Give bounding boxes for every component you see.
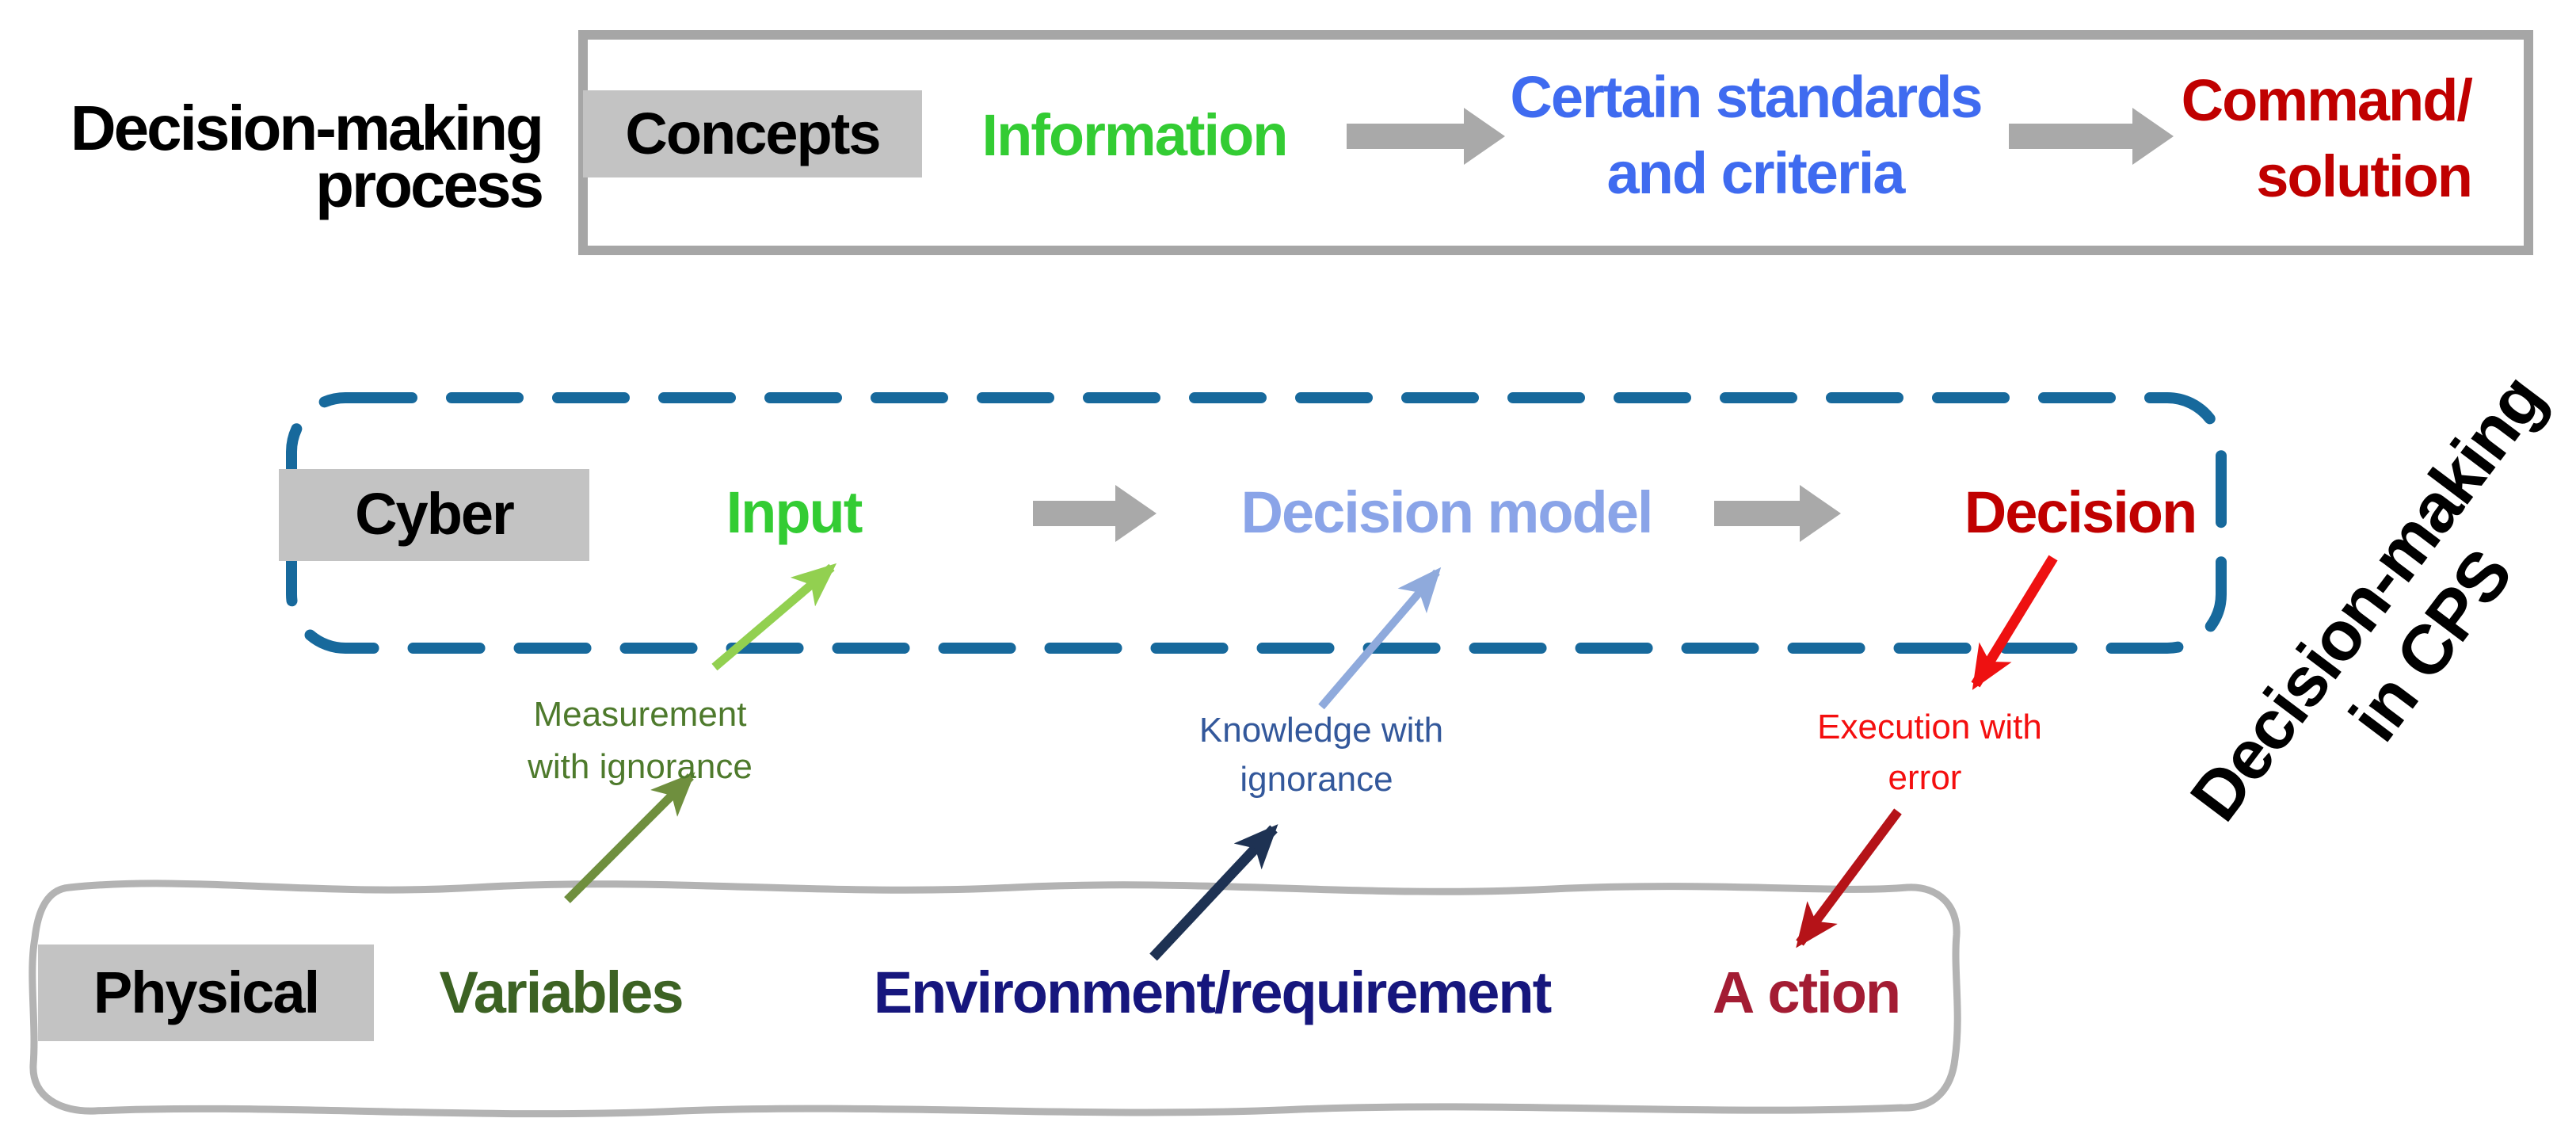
concepts-tag: Concepts (583, 90, 922, 177)
variables-label: Variables (439, 960, 684, 1025)
command-label-line1: Command/ (2181, 68, 2473, 133)
decision-label: Decision (1964, 480, 2197, 545)
cyber-tag: Cyber (279, 469, 589, 561)
measurement-note-line2: with ignorance (528, 746, 753, 786)
knowledge-arrow-lower-icon (1149, 824, 1278, 961)
flow-arrow-icon (1347, 108, 1505, 165)
action-label-rest: ction (1767, 960, 1901, 1025)
execution-arrow-upper-icon (1971, 555, 2058, 690)
knowledge-note-line1: Knowledge with (1198, 710, 1444, 750)
standards-label-line2: and criteria (1606, 141, 1906, 206)
execution-arrow-lower-icon (1796, 808, 1902, 948)
measurement-note-line1: Measurement (533, 694, 747, 734)
command-label-line2: solution (2256, 144, 2473, 209)
flow-arrow-icon (2009, 108, 2174, 165)
physical-tag: Physical (38, 944, 374, 1041)
cyber-tag-label: Cyber (355, 482, 515, 547)
page-title-line1: Decision-making (70, 94, 544, 164)
environment-label: Environment/requirement (873, 960, 1553, 1025)
decision-model-label: Decision model (1240, 480, 1654, 545)
execution-note-line2: error (1888, 757, 1962, 797)
measurement-arrow-lower-icon (564, 772, 695, 903)
page-title-line2: process (315, 151, 544, 221)
concepts-tag-label: Concepts (625, 101, 881, 166)
physical-box-border (29, 880, 1961, 1118)
knowledge-arrow-upper-icon (1318, 567, 1442, 710)
information-label: Information (981, 103, 1289, 168)
flow-arrow-icon (1033, 485, 1157, 542)
input-label: Input (726, 480, 863, 545)
execution-note-line1: Execution with (1817, 707, 2042, 746)
cyber-box-border (286, 392, 2227, 654)
knowledge-note-line2: ignorance (1240, 759, 1393, 799)
flow-arrow-icon (1714, 485, 1841, 542)
physical-tag-label: Physical (93, 960, 320, 1025)
action-label-first: A (1712, 960, 1755, 1025)
measurement-arrow-upper-icon (711, 563, 837, 671)
standards-label-line1: Certain standards (1510, 65, 1983, 130)
